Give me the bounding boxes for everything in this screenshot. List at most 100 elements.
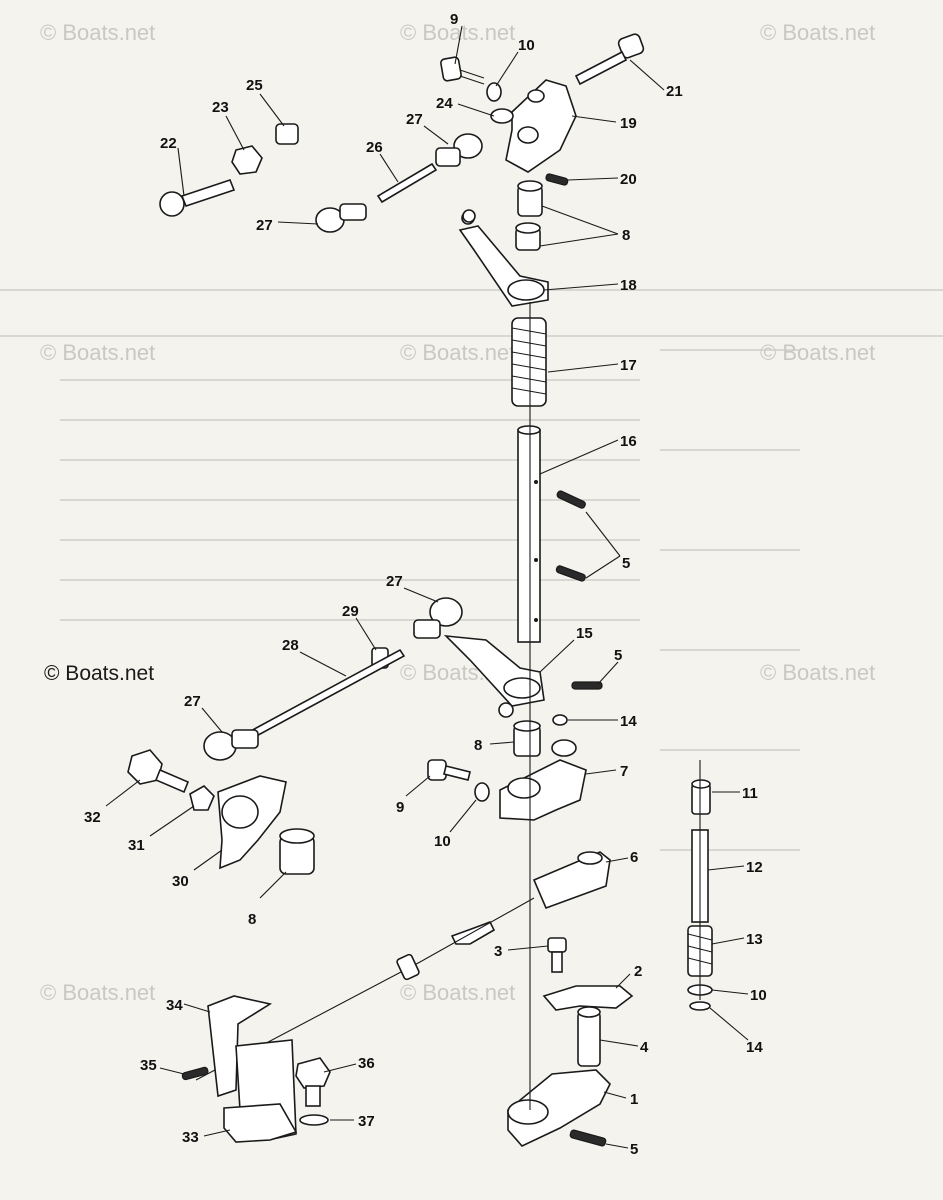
callout-label: 37 <box>358 1113 375 1130</box>
callout-label: 31 <box>128 837 145 854</box>
part-27-eye-upper-left <box>315 203 367 233</box>
callout-label: 10 <box>434 833 451 850</box>
part-27-eye-lower-left <box>203 729 259 761</box>
part-15-lever <box>443 634 545 718</box>
callout-label: 27 <box>184 693 201 710</box>
part-33-plate <box>223 1103 298 1143</box>
callout-label: 15 <box>576 625 593 642</box>
part-28-rod <box>232 648 406 748</box>
part-11-pin <box>691 779 711 815</box>
callout-label: 13 <box>746 931 763 948</box>
part-5-pin-d <box>569 1129 607 1147</box>
callout-label: 33 <box>182 1129 199 1146</box>
part-8-bushing-middle <box>513 720 541 757</box>
part-25-sleeve <box>275 123 299 145</box>
part-14-clip <box>552 714 568 726</box>
part-8-bushing-upper <box>515 180 543 251</box>
faded-table-lines <box>0 289 943 851</box>
part-36-bolt <box>295 1057 331 1107</box>
callout-label: 22 <box>160 135 177 152</box>
watermark: © Boats.net <box>40 340 155 365</box>
watermark: © Boats.net <box>40 980 155 1005</box>
callout-label: 5 <box>614 647 622 664</box>
part-3-pin <box>547 937 567 973</box>
callout-label: 4 <box>640 1039 649 1056</box>
watermark: © Boats.net <box>760 340 875 365</box>
callout-label: 10 <box>750 987 767 1004</box>
callout-label: 21 <box>666 83 683 100</box>
watermark: © Boats.net <box>400 340 515 365</box>
callout-label: 12 <box>746 859 763 876</box>
part-21-screw <box>574 33 645 86</box>
callouts: 9 10 21 25 23 24 19 22 27 26 20 27 8 18 … <box>84 11 767 1158</box>
callout-label: 9 <box>396 799 404 816</box>
part-31-washer <box>189 785 215 811</box>
cable-line <box>195 897 535 1081</box>
part-10-washer-middle <box>474 782 490 802</box>
part-9-screw-top <box>440 56 485 85</box>
callout-label: 27 <box>406 111 423 128</box>
watermark-group: © Boats.net © Boats.net © Boats.net © Bo… <box>40 20 875 1005</box>
callout-label: 14 <box>746 1039 763 1056</box>
part-35-pin <box>181 1066 209 1081</box>
part-1-lever <box>507 1069 611 1147</box>
callout-label: 10 <box>518 37 535 54</box>
watermark: © Boats.net <box>760 660 875 685</box>
callout-label: 9 <box>450 11 458 28</box>
callout-label: 26 <box>366 139 383 156</box>
callout-label: 24 <box>436 95 453 112</box>
part-22-screw <box>159 179 236 217</box>
callout-label: 8 <box>474 737 482 754</box>
cable-sleeve <box>396 953 420 981</box>
part-37-washer <box>299 1114 329 1126</box>
part-26-threaded-rod <box>376 162 438 204</box>
part-27-eye-upper-right <box>435 133 483 167</box>
callout-label: 5 <box>630 1141 638 1158</box>
watermark: © Boats.net <box>400 20 515 45</box>
callout-label: 1 <box>630 1091 638 1108</box>
callout-label: 18 <box>620 277 637 294</box>
part-2-lever <box>542 985 634 1011</box>
corner-watermark: © Boats.net <box>44 662 154 685</box>
part-27-eye-middle <box>413 597 463 639</box>
callout-label: 8 <box>622 227 630 244</box>
callout-label: 17 <box>620 357 637 374</box>
part-24-bushing <box>490 108 514 124</box>
part-14-clip-lower <box>689 1001 711 1011</box>
part-32-bolt <box>127 749 190 794</box>
part-9-screw-middle <box>427 759 471 781</box>
callout-label: 25 <box>246 77 263 94</box>
part-5-pin-a <box>556 490 586 509</box>
callout-label: 27 <box>386 573 403 590</box>
callout-label: 36 <box>358 1055 375 1072</box>
part-8-bushing-lower <box>279 828 315 875</box>
part-19-bracket <box>505 79 577 173</box>
callout-label: 19 <box>620 115 637 132</box>
callout-label: 14 <box>620 713 637 730</box>
callout-label: 29 <box>342 603 359 620</box>
part-4-pin <box>577 1006 601 1067</box>
callout-label: 5 <box>622 555 630 572</box>
callout-label: 2 <box>634 963 642 980</box>
callout-label: 27 <box>256 217 273 234</box>
callout-label: 35 <box>140 1057 157 1074</box>
callout-label: 7 <box>620 763 628 780</box>
part-5-pin-b <box>555 565 586 582</box>
callout-label: 3 <box>494 943 502 960</box>
callout-label: 6 <box>630 849 638 866</box>
part-30-cam <box>217 775 287 870</box>
callout-label: 16 <box>620 433 637 450</box>
callout-label: 32 <box>84 809 101 826</box>
part-23-nut <box>231 145 263 175</box>
part-20-pin <box>545 173 569 186</box>
callout-label: 28 <box>282 637 299 654</box>
ball-stud-upper <box>462 209 476 223</box>
callout-label: 8 <box>248 911 256 928</box>
part-17-spring <box>511 317 547 407</box>
part-7-lever <box>499 739 587 821</box>
part-16-shaft <box>517 425 541 643</box>
callout-label: 23 <box>212 99 229 116</box>
callout-label: 34 <box>166 997 183 1014</box>
callout-label: 11 <box>742 785 758 802</box>
